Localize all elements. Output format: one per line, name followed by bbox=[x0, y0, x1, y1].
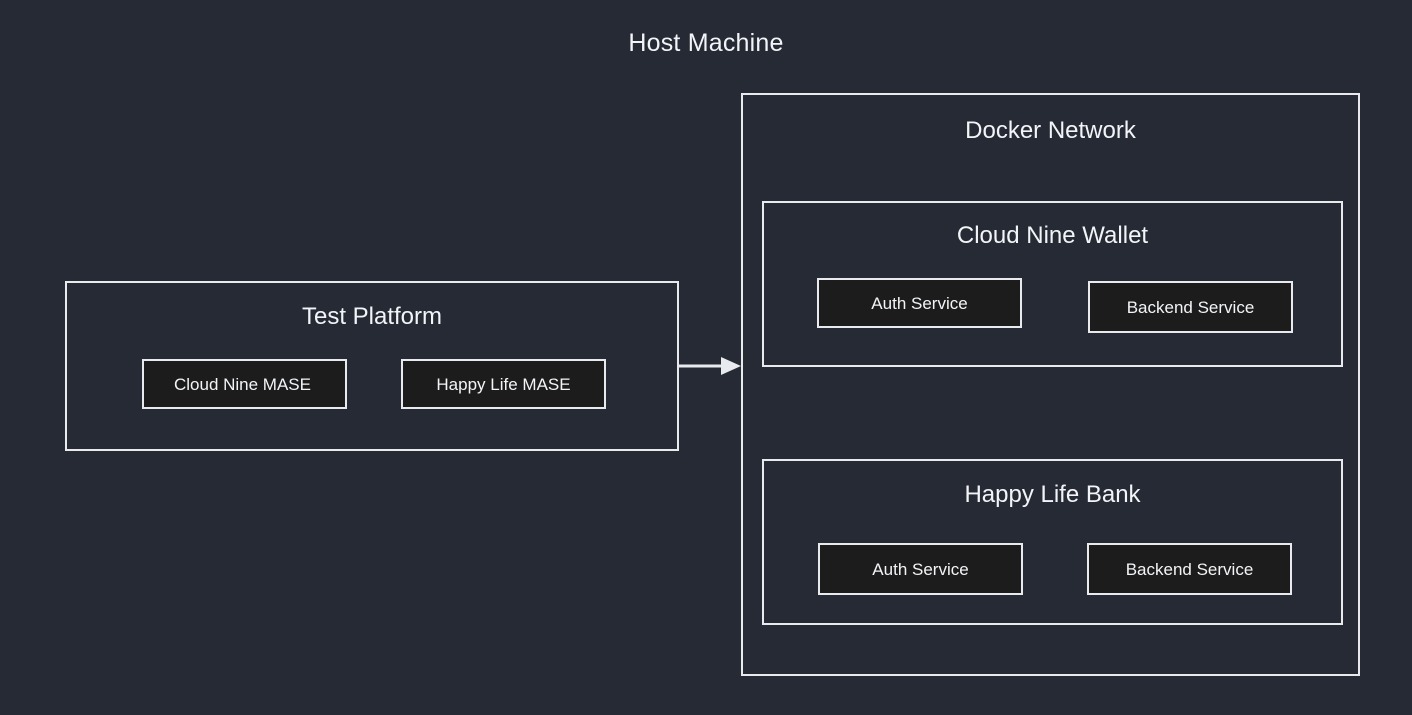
node-happy-life-mase-label: Happy Life MASE bbox=[436, 376, 570, 393]
test-platform-container[interactable]: Test Platform Cloud Nine MASE Happy Life… bbox=[65, 281, 679, 451]
node-happy-life-auth-service-label: Auth Service bbox=[872, 561, 968, 578]
node-cloud-nine-auth-service-label: Auth Service bbox=[871, 295, 967, 312]
node-cloud-nine-backend-service[interactable]: Backend Service bbox=[1088, 281, 1293, 333]
test-platform-title: Test Platform bbox=[67, 303, 677, 331]
node-happy-life-backend-service-label: Backend Service bbox=[1126, 561, 1254, 578]
cloud-nine-wallet-title: Cloud Nine Wallet bbox=[764, 222, 1341, 250]
arrow-right-icon bbox=[679, 352, 743, 380]
node-cloud-nine-mase-label: Cloud Nine MASE bbox=[174, 376, 311, 393]
docker-network-container[interactable]: Docker Network Cloud Nine Wallet Auth Se… bbox=[741, 93, 1360, 676]
cloud-nine-wallet-container[interactable]: Cloud Nine Wallet Auth Service Backend S… bbox=[762, 201, 1343, 367]
docker-network-title: Docker Network bbox=[743, 117, 1358, 145]
happy-life-bank-container[interactable]: Happy Life Bank Auth Service Backend Ser… bbox=[762, 459, 1343, 625]
node-happy-life-backend-service[interactable]: Backend Service bbox=[1087, 543, 1292, 595]
node-happy-life-auth-service[interactable]: Auth Service bbox=[818, 543, 1023, 595]
node-cloud-nine-auth-service[interactable]: Auth Service bbox=[817, 278, 1022, 328]
host-machine-title: Host Machine bbox=[0, 29, 1412, 58]
node-happy-life-mase[interactable]: Happy Life MASE bbox=[401, 359, 606, 409]
happy-life-bank-title: Happy Life Bank bbox=[764, 481, 1341, 509]
node-cloud-nine-mase[interactable]: Cloud Nine MASE bbox=[142, 359, 347, 409]
node-cloud-nine-backend-service-label: Backend Service bbox=[1127, 299, 1255, 316]
